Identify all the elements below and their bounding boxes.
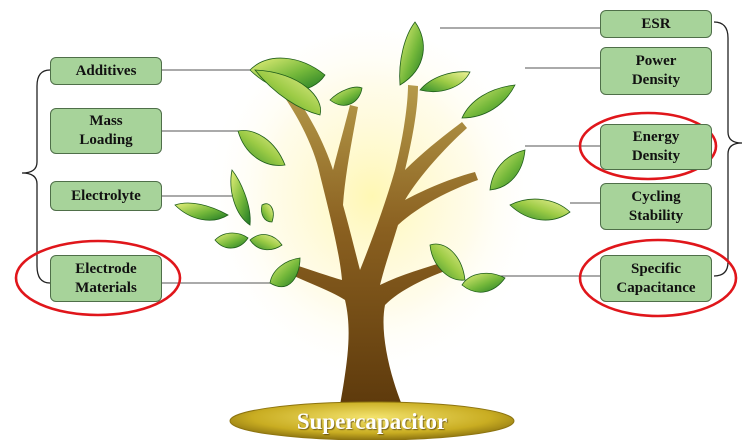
- factor-esr: ESR: [600, 10, 712, 38]
- factor-specific-capacitance: Specific Capacitance: [600, 255, 712, 302]
- right-brace: [714, 22, 742, 276]
- factor-electrolyte: Electrolyte: [50, 181, 162, 211]
- factor-power-density: Power Density: [600, 47, 712, 95]
- factor-cycling-stability: Cycling Stability: [600, 183, 712, 230]
- factor-additives: Additives: [50, 57, 162, 85]
- factor-energy-density: Energy Density: [600, 124, 712, 170]
- root-label: Supercapacitor: [230, 403, 514, 440]
- factor-mass-loading: Mass Loading: [50, 108, 162, 154]
- left-brace: [22, 70, 50, 283]
- factor-electrode-materials: Electrode Materials: [50, 255, 162, 302]
